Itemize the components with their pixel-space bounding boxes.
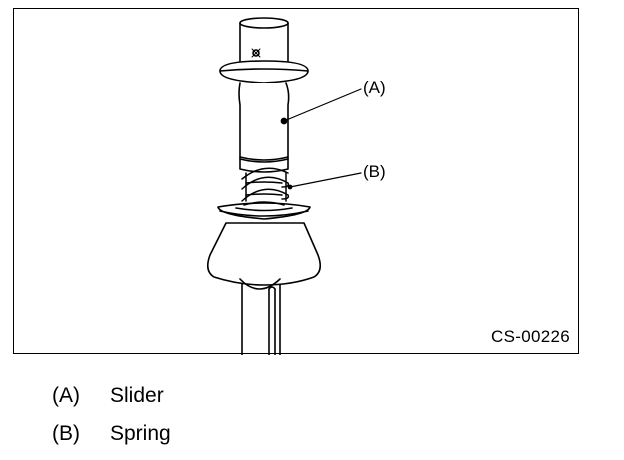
slider-spring-illustration: (A) (B) <box>206 17 386 355</box>
legend-row-slider: (A) Slider <box>52 384 164 408</box>
callout-leader-b <box>289 172 362 188</box>
slider <box>219 17 309 173</box>
legend-key: (B) <box>52 422 80 445</box>
legend-label: Slider <box>110 384 164 407</box>
legend-label: Spring <box>110 422 171 445</box>
figure-frame: (A) (B) CS-00226 <box>13 8 579 355</box>
spring-seat-washer <box>217 202 311 220</box>
figure-code: CS-00226 <box>491 327 570 346</box>
legend-row-spring: (B) Spring <box>52 422 171 446</box>
callout-label-b: (B) <box>363 162 386 181</box>
callout-label-a: (A) <box>363 78 386 97</box>
bump-stopper <box>206 222 322 290</box>
strut-shaft <box>241 273 281 355</box>
callout-leaders <box>283 88 362 190</box>
callout-leader-a <box>283 88 362 122</box>
spring <box>241 167 290 206</box>
legend-key: (A) <box>52 384 80 407</box>
